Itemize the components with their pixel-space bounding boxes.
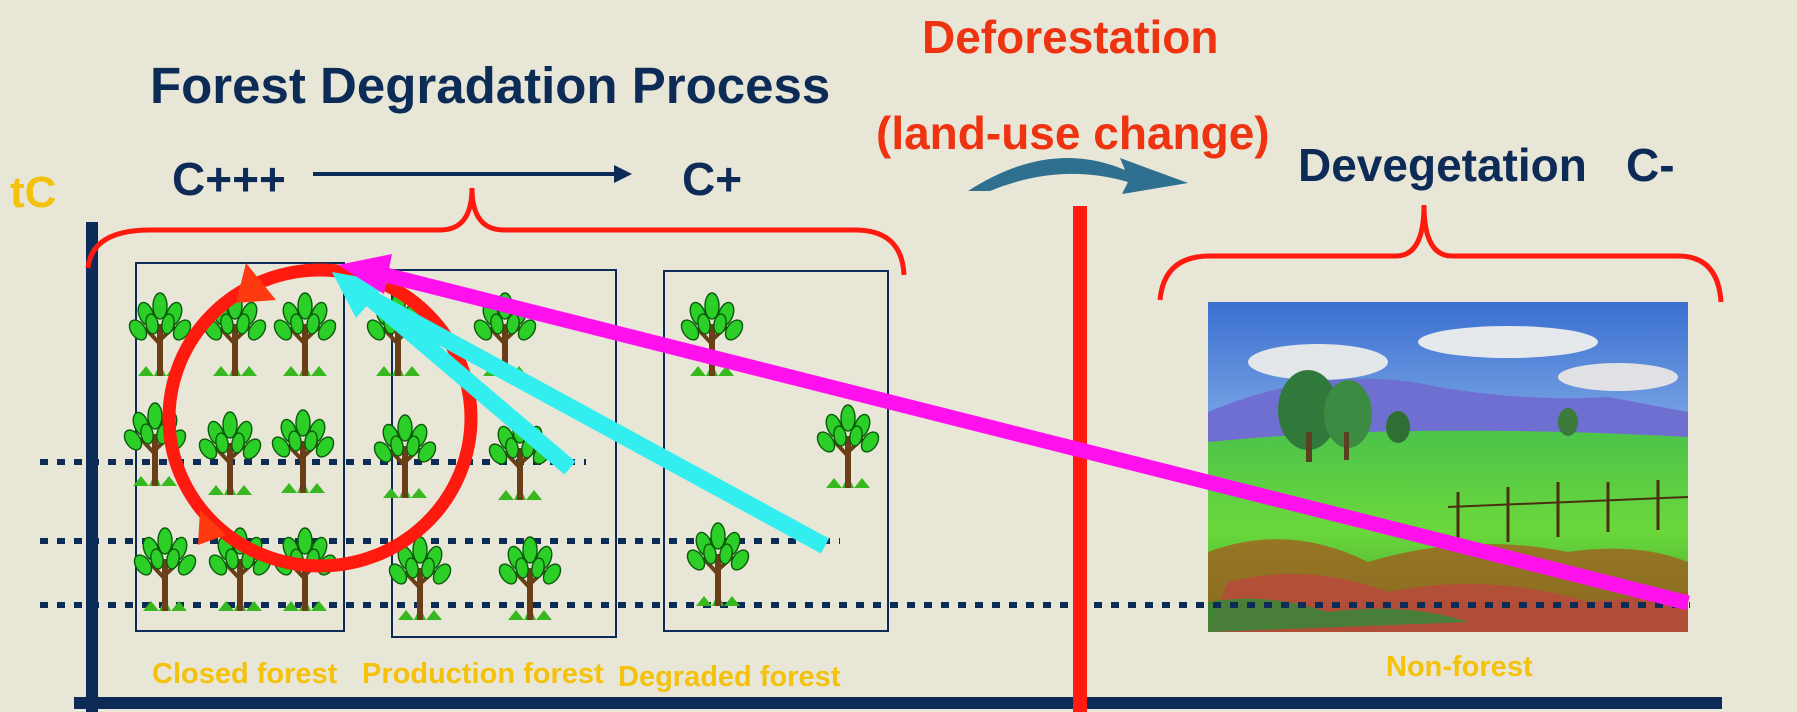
reforestation-arrow — [372, 264, 1690, 611]
y-axis-label: tC — [10, 168, 57, 217]
stage-label-production: Production forest — [362, 658, 604, 690]
deforestation-label: Deforestation — [922, 11, 1219, 63]
recovery-arrows — [364, 290, 830, 554]
land-use-change-label: (land-use change) — [876, 107, 1270, 159]
carbon-high-label: C+++ — [172, 153, 286, 205]
devegetation-label: Devegetation — [1298, 139, 1587, 191]
stage-label-nonforest: Non-forest — [1386, 651, 1533, 683]
carbon-low-label: C+ — [682, 153, 743, 205]
regeneration-cycle — [162, 263, 478, 573]
stage-label-closed: Closed forest — [152, 658, 338, 690]
diagram-title: Forest Degradation Process — [150, 57, 831, 114]
carbon-none-label: C- — [1626, 139, 1675, 191]
land-use-change-arrow — [968, 157, 1188, 194]
forest-stages-brace — [85, 187, 907, 276]
nonforest-brace — [1157, 204, 1724, 303]
stage-label-degraded: Degraded forest — [618, 661, 841, 693]
degraded-forest-trees — [675, 291, 885, 608]
